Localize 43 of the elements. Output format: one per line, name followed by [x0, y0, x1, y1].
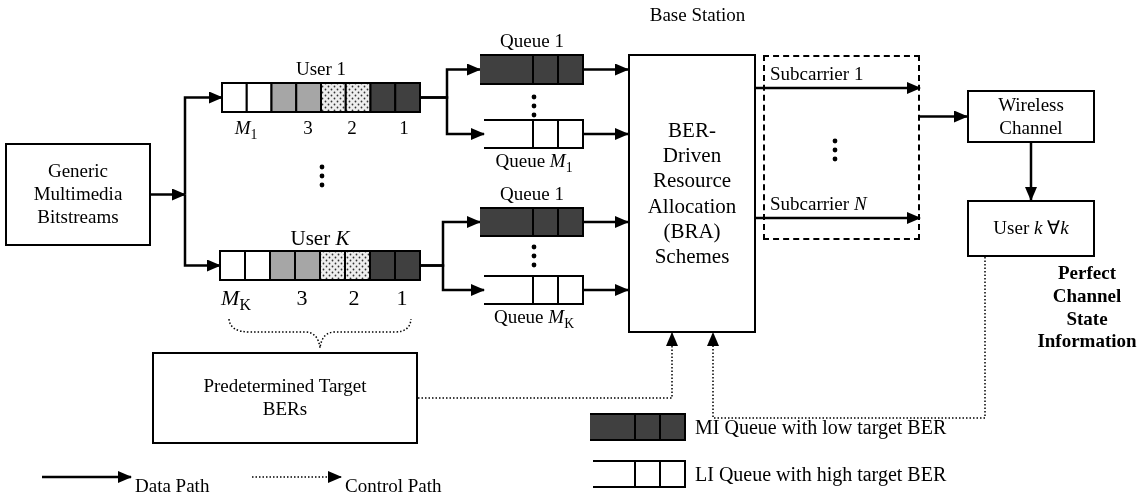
process-box — [5, 143, 151, 246]
legend-label: MI Queue with low target BER — [695, 415, 947, 439]
slot-number: 3 — [295, 285, 309, 312]
arrow — [420, 96, 485, 140]
queue-label: User 1 — [294, 58, 348, 81]
process-box — [628, 54, 756, 333]
arrow — [584, 216, 629, 228]
queue-label: User K — [289, 226, 352, 252]
legend-label: LI Queue with high target BER — [695, 462, 947, 486]
node-label: User k ∀k — [993, 217, 1069, 240]
queue-label: Queue M$_{K}$ — [492, 306, 575, 329]
dotted-arrow — [707, 256, 986, 419]
slot-number: 1 — [398, 117, 410, 140]
slot-number: 1 — [395, 285, 409, 312]
slot-number: M$_{K}$ — [221, 285, 251, 312]
process-box — [967, 90, 1095, 143]
annotation-text: Perfect Channel State Information — [1036, 262, 1138, 354]
node-label: Wireless Channel — [997, 93, 1065, 140]
arrow — [756, 212, 921, 224]
node-label: Generic Multimedia Bitstreams — [32, 160, 124, 229]
node-label: BER-Driven Resource Allocation (BRA) Schemes — [646, 117, 738, 270]
process-box — [152, 352, 418, 444]
arrow — [584, 128, 629, 140]
arrow — [183, 194, 221, 272]
slot-number: M$_{1}$ — [233, 117, 259, 140]
group-title: Base Station — [648, 4, 747, 27]
legend-label: Data Path — [135, 475, 210, 498]
queue-label: Queue 1 — [499, 183, 565, 206]
arrow — [584, 63, 629, 76]
arrow — [584, 284, 629, 296]
arrow — [183, 91, 223, 195]
slot-number: 2 — [347, 285, 361, 312]
process-box — [967, 200, 1095, 257]
arrow — [420, 264, 485, 296]
node-label: Predetermined Target BERs — [202, 375, 368, 421]
slot-number: 2 — [346, 117, 358, 140]
queue-label: Queue M$_{1}$ — [494, 150, 574, 173]
arrow — [920, 110, 968, 123]
arrow — [151, 188, 186, 201]
slot-number: 3 — [302, 117, 314, 140]
queue-label: Queue 1 — [499, 30, 565, 53]
arrow — [756, 82, 921, 94]
legend-label: Control Path — [345, 475, 442, 498]
